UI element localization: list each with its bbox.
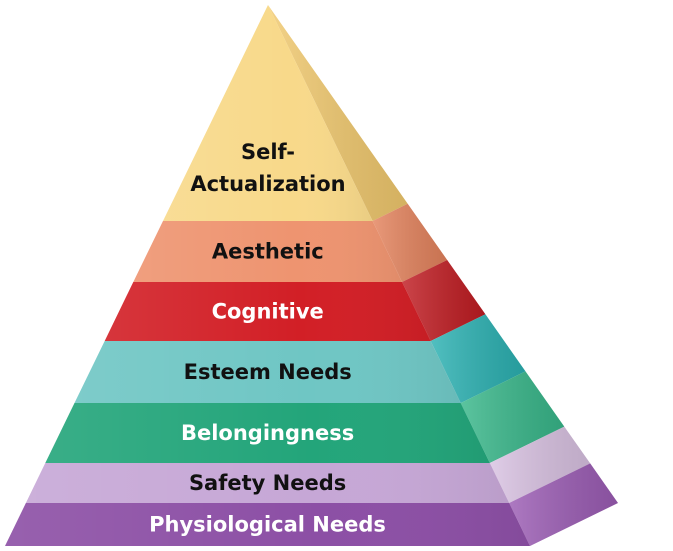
pyramid-tier: Safety Needs — [25, 426, 591, 503]
pyramid-tier-front-shading — [5, 503, 530, 546]
pyramid-tier-label-line: Safety Needs — [189, 471, 346, 495]
pyramid-tier-label-line: Belongingness — [181, 421, 354, 445]
pyramid-tier-side-shading — [430, 314, 526, 403]
pyramid-tier-front-shading — [74, 341, 461, 403]
pyramid-tier-label: Cognitive — [212, 300, 324, 324]
pyramid-tier-side-shading — [460, 371, 565, 463]
pyramid-tier-label: Esteem Needs — [184, 360, 352, 384]
pyramid-tier-label-line: Aesthetic — [212, 240, 324, 264]
pyramid-tier-label: Safety Needs — [189, 471, 346, 495]
pyramid-tier-side-shading — [489, 426, 591, 503]
pyramid-tier-front-shading — [25, 463, 510, 503]
pyramid-tier-label-line: Esteem Needs — [184, 360, 352, 384]
pyramid-tier: Esteem Needs — [74, 314, 526, 403]
pyramid-tier-label-line: Cognitive — [212, 300, 324, 324]
pyramid-tier: Self- Actualization — [163, 5, 408, 221]
pyramid-tier-label: Belongingness — [181, 421, 354, 445]
pyramid-tier-label: Self- Actualization — [190, 140, 345, 196]
pyramid-tier-front-shading — [104, 282, 431, 341]
pyramid-tier-side-shading — [372, 203, 448, 282]
pyramid-tier-label-line: Actualization — [190, 172, 345, 196]
pyramid-tier-label-line: Self- — [241, 140, 295, 164]
pyramid-tier-front-shading — [163, 5, 373, 221]
pyramid-tier-side-shading — [268, 5, 408, 221]
pyramid-tier-front-shading — [45, 403, 490, 463]
pyramid-tier-side-shading — [402, 260, 486, 341]
pyramid-tier-label: Aesthetic — [212, 240, 324, 264]
pyramid-tier-label-line: Physiological Needs — [149, 513, 386, 537]
pyramid-tier: Belongingness — [45, 371, 565, 463]
pyramid-tier: Aesthetic — [133, 203, 448, 282]
pyramid-tier-front-shading — [133, 221, 403, 282]
pyramid-tier: Cognitive — [104, 260, 486, 341]
pyramid-tier: Physiological Needs — [5, 463, 618, 546]
pyramid-tier-label: Physiological Needs — [149, 513, 386, 537]
pyramid-tier-side-shading — [509, 463, 618, 546]
